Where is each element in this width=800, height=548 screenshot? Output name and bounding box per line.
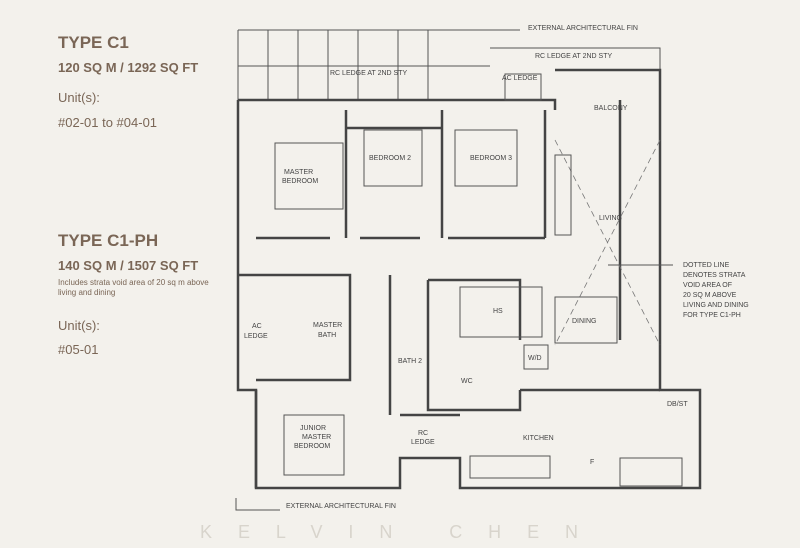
label-ac-ledge-top: AC LEDGE bbox=[502, 75, 538, 82]
label-balcony: BALCONY bbox=[594, 105, 628, 112]
c1-title: TYPE C1 bbox=[58, 33, 129, 52]
label-rc-ledge-2: RC LEDGE AT 2ND STY bbox=[535, 53, 612, 60]
label-living: LIVING bbox=[599, 215, 622, 222]
label-fridge: F bbox=[590, 459, 594, 466]
label-bath2: BATH 2 bbox=[398, 358, 422, 365]
label-master-bedroom-1: MASTER bbox=[284, 169, 313, 176]
note-5: LIVING AND DINING bbox=[683, 302, 749, 309]
note-4: 20 SQ M ABOVE bbox=[683, 292, 737, 299]
note-3: VOID AREA OF bbox=[683, 282, 732, 289]
c1-units-label: Unit(s): bbox=[58, 90, 100, 105]
note-2: DENOTES STRATA bbox=[683, 272, 746, 279]
label-fin-bottom: EXTERNAL ARCHITECTURAL FIN bbox=[286, 503, 396, 510]
label-rc-ledge-1: RC LEDGE AT 2ND STY bbox=[330, 70, 407, 77]
label-jm-2: MASTER bbox=[302, 434, 331, 441]
note-6: FOR TYPE C1-PH bbox=[683, 312, 741, 319]
c1ph-note: Includes strata void area of 20 sq m abo… bbox=[58, 278, 209, 297]
label-master-bath-1: MASTER bbox=[313, 322, 342, 329]
label-master-bath-2: BATH bbox=[318, 332, 336, 339]
label-hs: HS bbox=[493, 308, 503, 315]
c1-area: 120 SQ M / 1292 SQ FT bbox=[58, 60, 199, 75]
watermark: KELVIN CHEN bbox=[200, 522, 580, 542]
label-ac-ledge-1: AC bbox=[252, 323, 262, 330]
label-wc: WC bbox=[461, 378, 473, 385]
label-kitchen: KITCHEN bbox=[523, 435, 554, 442]
label-jm-1: JUNIOR bbox=[300, 425, 326, 432]
label-fin-top: EXTERNAL ARCHITECTURAL FIN bbox=[528, 25, 638, 32]
label-jm-3: BEDROOM bbox=[294, 443, 330, 450]
label-rc-ledge-a: RC bbox=[418, 430, 428, 437]
note-1: DOTTED LINE bbox=[683, 262, 730, 269]
label-ac-ledge-2: LEDGE bbox=[244, 333, 268, 340]
label-bedroom2: BEDROOM 2 bbox=[369, 155, 411, 162]
c1ph-area: 140 SQ M / 1507 SQ FT bbox=[58, 258, 199, 273]
c1ph-title: TYPE C1-PH bbox=[58, 231, 159, 250]
label-dbst: DB/ST bbox=[667, 401, 688, 408]
c1-units: #02-01 to #04-01 bbox=[58, 115, 158, 130]
label-master-bedroom-2: BEDROOM bbox=[282, 178, 318, 185]
label-wd: W/D bbox=[528, 355, 542, 362]
label-dining: DINING bbox=[572, 318, 597, 325]
label-rc-ledge-b: LEDGE bbox=[411, 439, 435, 446]
label-bedroom3: BEDROOM 3 bbox=[470, 155, 512, 162]
c1ph-units: #05-01 bbox=[58, 342, 99, 357]
c1ph-units-label: Unit(s): bbox=[58, 318, 100, 333]
